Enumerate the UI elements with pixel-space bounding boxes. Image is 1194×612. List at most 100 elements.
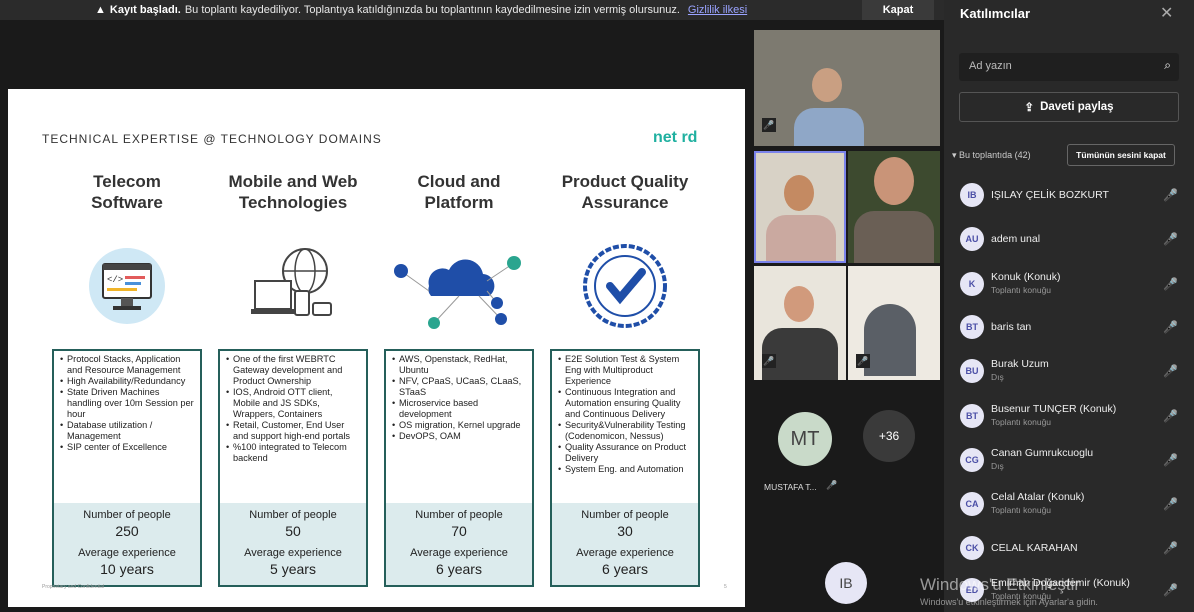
participant-role: Toplantı konuğu xyxy=(991,591,1052,601)
column-heading: Technologies xyxy=(238,193,348,212)
participant-name: Emirhan Doğaridemir (Konuk) xyxy=(991,577,1130,589)
participant-hijab xyxy=(864,304,916,376)
participant-face xyxy=(784,175,814,211)
bullet-item: Security&Vulnerability Testing (Codenomi… xyxy=(558,420,694,442)
participant-body xyxy=(854,211,934,263)
participant-role: Toplantı konuğu xyxy=(991,285,1052,295)
more-participants-button[interactable]: +36 xyxy=(863,410,915,462)
bullet-item: Microservice based development xyxy=(392,398,528,420)
bullet-item: One of the first WEBRTC Gateway developm… xyxy=(226,354,362,387)
bullet-item: System Eng. and Automation xyxy=(558,464,694,475)
activation-watermark-sub: Windows'u etkinleştirmek için Ayarlar'a … xyxy=(920,597,1098,607)
participant-name: Celal Atalar (Konuk) xyxy=(991,491,1085,503)
mic-off-icon[interactable]: 🎤 xyxy=(1163,232,1178,246)
close-icon[interactable]: ✕ xyxy=(1160,5,1174,22)
column-heading: Product Quality xyxy=(561,172,689,191)
bullet-item: State Driven Machines handling over 10m … xyxy=(60,387,196,420)
experience-label: Average experience xyxy=(410,547,508,559)
mic-icon: 🎤 xyxy=(856,354,870,368)
avatar: BT xyxy=(960,404,984,428)
people-value: 70 xyxy=(451,523,467,539)
mic-off-icon: 🎤 xyxy=(826,480,838,490)
bullet-item: SIP center of Excellence xyxy=(60,442,196,453)
mic-off-icon[interactable]: 🎤 xyxy=(1163,583,1178,597)
mic-off-icon[interactable]: 🎤 xyxy=(1163,364,1178,378)
cloud-network-icon xyxy=(384,241,534,331)
avatar[interactable]: MT xyxy=(778,412,832,466)
mic-icon: 🎤 xyxy=(762,354,776,368)
video-tile[interactable]: 🎤 xyxy=(754,30,940,146)
participant-face xyxy=(784,286,814,322)
stats-panel: Number of people 70 Average experience 6… xyxy=(386,503,532,585)
avatar: AU xyxy=(960,227,984,251)
participant-name: Busenur TUNÇER (Konuk) xyxy=(991,403,1117,415)
participant-name: Canan Gumrukcuoglu xyxy=(991,447,1094,459)
column-box: Protocol Stacks, Application and Resourc… xyxy=(52,349,202,587)
avatar: CG xyxy=(960,448,984,472)
avatar: ED xyxy=(960,578,984,602)
bullet-item: Continuous Integration and Automation en… xyxy=(558,387,694,420)
bullet-item: OS migration, Kernel upgrade xyxy=(392,420,528,431)
participant-item[interactable]: ED Emirhan Doğaridemir (Konuk) Toplantı ko… xyxy=(960,571,1184,611)
slide-footer: Proprietary and Confidential xyxy=(42,584,104,590)
activation-watermark: Windows'u Etkinleştir xyxy=(920,575,1081,594)
participant-role: Toplantı konuğu xyxy=(991,505,1052,515)
bullet-item: High Availability/Redundancy xyxy=(60,376,196,387)
mute-all-button[interactable]: Tümünün sesini kapat xyxy=(1067,144,1175,166)
column-heading: Telecom xyxy=(93,172,161,191)
stats-panel: Number of people 30 Average experience 6… xyxy=(552,503,698,585)
column-heading: Mobile and Web xyxy=(228,172,358,191)
mic-off-icon[interactable]: 🎤 xyxy=(1163,188,1178,202)
people-label: Number of people xyxy=(581,509,669,521)
share-icon: ⇪ xyxy=(1024,102,1035,114)
mic-off-icon[interactable]: 🎤 xyxy=(1163,320,1178,334)
close-banner-button[interactable]: Kapat xyxy=(862,0,934,20)
participant-name: Konuk (Konuk) xyxy=(991,271,1061,283)
stats-panel: Number of people 250 Average experience … xyxy=(54,503,200,585)
mic-off-icon[interactable]: 🎤 xyxy=(1163,497,1178,511)
mic-off-icon[interactable]: 🎤 xyxy=(1163,541,1178,555)
people-value: 30 xyxy=(617,523,633,539)
slide-title: TECHNICAL EXPERTISE @ TECHNOLOGY DOMAINS xyxy=(42,132,382,146)
section-header[interactable]: ▾ Bu toplantıda (42) xyxy=(952,150,1031,161)
privacy-link[interactable]: Gizlilik ilkesi xyxy=(687,4,748,16)
participant-role: Dış xyxy=(991,372,1004,382)
video-tile[interactable]: 🎤 xyxy=(754,266,846,380)
participant-name: IŞILAY ÇELİK BOZKURT xyxy=(991,189,1109,201)
search-input[interactable]: Ad yazın ⌕ xyxy=(959,53,1179,81)
video-tile[interactable]: 🎤 xyxy=(848,266,940,380)
experience-value: 5 years xyxy=(270,561,316,577)
participant-name: adem unal xyxy=(991,233,1041,245)
bullet-item: Retail, Customer, End User and support h… xyxy=(226,420,362,442)
bullet-item: E2E Solution Test & System Eng with Mult… xyxy=(558,354,694,387)
search-icon[interactable]: ⌕ xyxy=(1164,58,1171,72)
participant-item[interactable]: AU adem unal 🎤 xyxy=(960,220,1184,260)
participants-panel: Katılımcılar ✕ Ad yazın ⌕ ⇪ Daveti payla… xyxy=(944,0,1194,612)
people-label: Number of people xyxy=(83,509,171,521)
video-tile[interactable] xyxy=(848,151,940,263)
chevron-down-icon: ▾ xyxy=(952,150,957,160)
people-label: Number of people xyxy=(415,509,503,521)
video-tile[interactable] xyxy=(754,151,846,263)
share-invite-button[interactable]: ⇪ Daveti paylaş xyxy=(959,92,1179,122)
bullet-item: DevOPS, OAM xyxy=(392,431,528,442)
mic-off-icon[interactable]: 🎤 xyxy=(1163,409,1178,423)
participant-body xyxy=(794,108,864,146)
people-label: Number of people xyxy=(249,509,337,521)
mic-off-icon[interactable]: 🎤 xyxy=(1163,453,1178,467)
experience-value: 10 years xyxy=(100,561,154,577)
warning-icon: ▲ xyxy=(95,4,106,16)
bullet-item: Database utilization / Management xyxy=(60,420,196,442)
avatar[interactable]: IB xyxy=(825,562,867,604)
mic-off-icon[interactable]: 🎤 xyxy=(1163,277,1178,291)
participant-name: CELAL KARAHAN xyxy=(991,542,1078,554)
